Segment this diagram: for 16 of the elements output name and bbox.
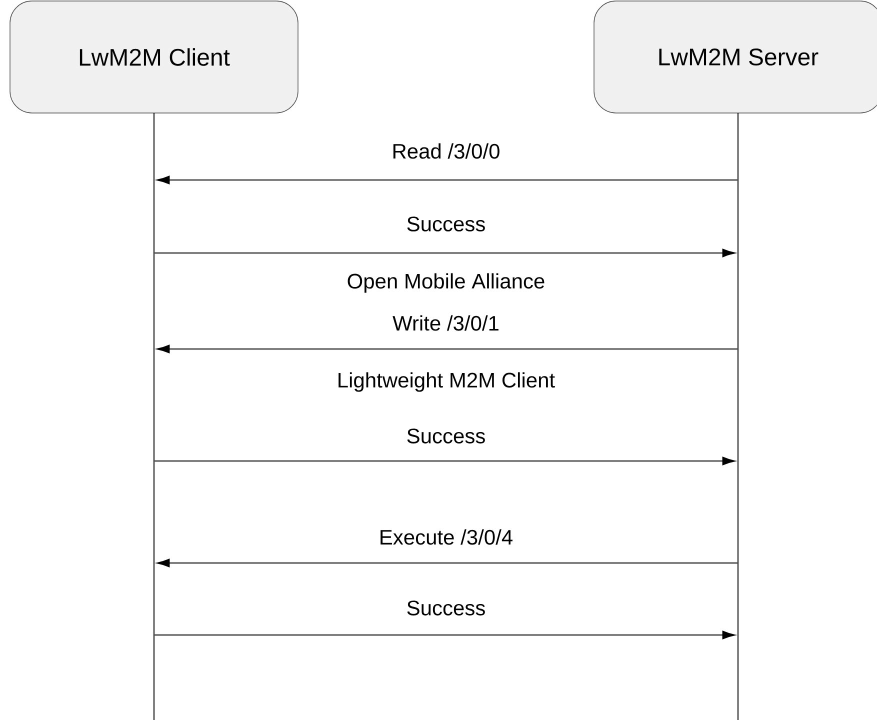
edge-label: Success (407, 600, 485, 616)
edge-label: Execute /3/0/4 (380, 529, 512, 545)
note-text: Open Mobile Alliance (348, 273, 544, 293)
arrow (156, 176, 738, 184)
arrow (156, 558, 738, 568)
arrow (154, 630, 736, 640)
note-text: Lightweight M2M Client (338, 372, 555, 392)
participant-box: LwM2M Server (594, 0, 877, 114)
arrow (154, 456, 736, 466)
participant-box: LwM2M Client (10, 0, 298, 114)
arrow (156, 344, 738, 354)
edge-label: Read /3/0/0 (393, 143, 500, 159)
arrow (154, 248, 736, 258)
edge-label: Success (407, 428, 485, 444)
edge-label: Success (407, 216, 485, 232)
edge-label: Write /3/0/1 (392, 315, 498, 331)
